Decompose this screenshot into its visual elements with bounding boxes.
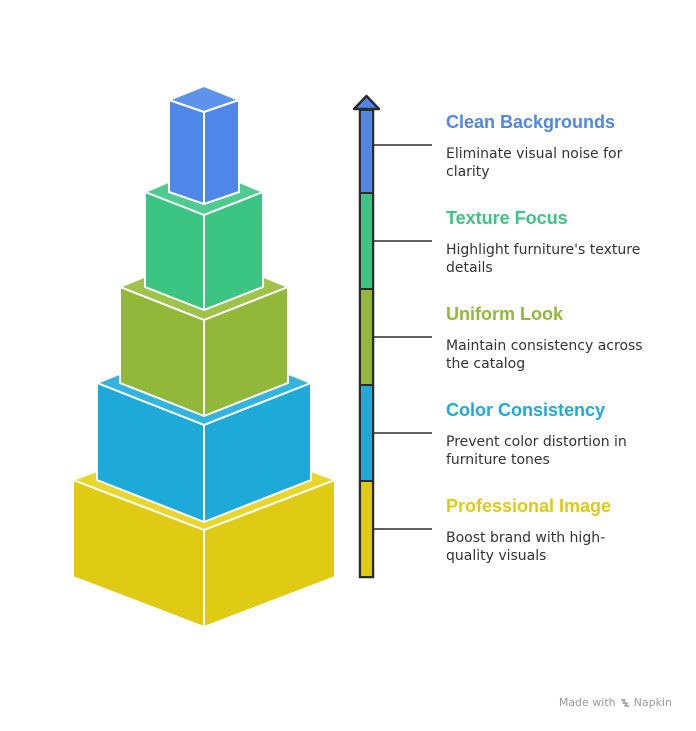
level-desc-professional-image: Boost brand with high-quality visuals	[446, 530, 606, 564]
level-title-color-consistency: Color Consistency	[446, 400, 606, 420]
level-desc-color-consistency: Prevent color distortion in furniture to…	[446, 434, 627, 468]
bar-segment-uniform-look	[361, 289, 372, 385]
level-title-texture-focus: Texture Focus	[446, 208, 568, 228]
tower-tier-clean-backgrounds	[168, 85, 240, 205]
bar-segment-clean-backgrounds	[361, 111, 372, 193]
level-desc-texture-focus: Highlight furniture's texture details	[446, 242, 641, 276]
watermark-brand: Napkin	[633, 696, 672, 709]
level-title-uniform-look: Uniform Look	[446, 304, 563, 324]
tower-tier-texture-focus	[144, 166, 264, 311]
bar-segment-color-consistency	[361, 385, 372, 481]
watermark-prefix: Made with	[558, 696, 616, 709]
level-title-professional-image: Professional Image	[446, 496, 612, 516]
level-desc-clean-backgrounds: Eliminate visual noise for clarity	[446, 146, 623, 180]
watermark: Made with Napkin	[559, 696, 672, 709]
progress-arrow	[352, 94, 381, 579]
arrow-up-icon	[352, 94, 381, 111]
level-desc-uniform-look: Maintain consistency across the catalog	[446, 338, 643, 372]
level-title-clean-backgrounds: Clean Backgrounds	[446, 112, 616, 132]
napkin-logo-icon	[620, 698, 629, 707]
connector-lines	[373, 144, 432, 530]
bar-segment-professional-image	[361, 481, 372, 576]
bar-segment-texture-focus	[361, 193, 372, 289]
